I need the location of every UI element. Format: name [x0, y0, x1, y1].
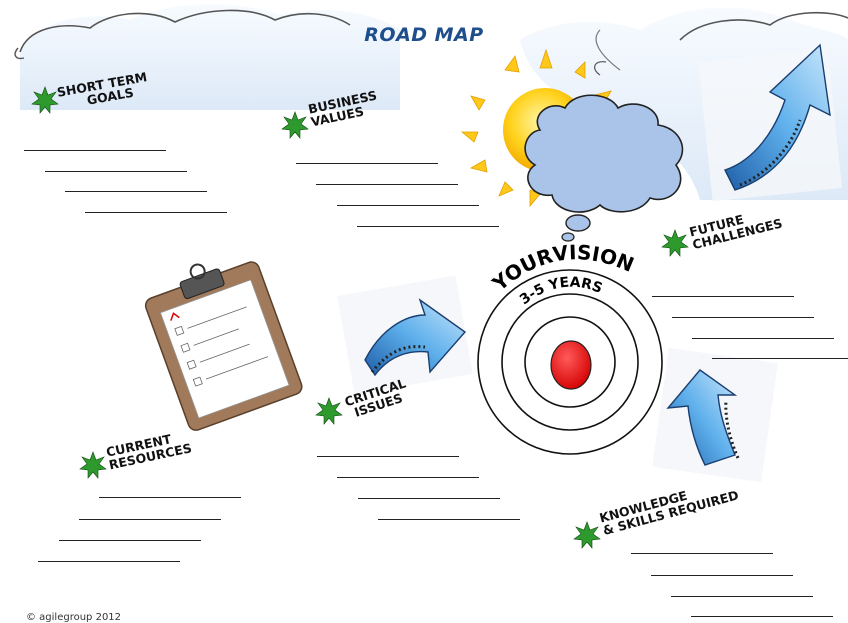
- star-icon: [573, 521, 601, 549]
- knowledge-skills-line[interactable]: [651, 575, 793, 576]
- clipboard-icon: [144, 261, 303, 431]
- critical-issues-line[interactable]: [337, 477, 479, 478]
- current-resources-line[interactable]: [79, 519, 221, 520]
- business-values-line[interactable]: [357, 226, 499, 227]
- star-icon: [661, 229, 689, 257]
- short-term-goals-line[interactable]: [24, 150, 166, 151]
- business-values-line[interactable]: [337, 205, 479, 206]
- knowledge-skills-line[interactable]: [671, 596, 813, 597]
- page-title: ROAD MAP: [364, 24, 484, 46]
- arrow-icon: [652, 347, 778, 483]
- short-term-goals-line[interactable]: [45, 171, 187, 172]
- critical-issues-line[interactable]: [358, 498, 500, 499]
- future-challenges-line[interactable]: [692, 338, 834, 339]
- critical-issues-line[interactable]: [378, 519, 520, 520]
- star-icon: [31, 86, 59, 114]
- future-challenges-line[interactable]: [652, 296, 794, 297]
- short-term-goals-line[interactable]: [65, 191, 207, 192]
- critical-issues-line[interactable]: [317, 456, 459, 457]
- future-challenges-line[interactable]: [672, 317, 814, 318]
- copyright-text: © agilegroup 2012: [26, 612, 122, 623]
- future-challenges-line[interactable]: [712, 358, 848, 359]
- star-icon: [315, 397, 343, 425]
- business-values-line[interactable]: [296, 163, 438, 164]
- knowledge-skills-line[interactable]: [691, 616, 833, 617]
- cloud-icon: [14, 4, 400, 110]
- arrow-icon: [698, 43, 842, 202]
- star-icon: [281, 111, 309, 139]
- current-resources-line[interactable]: [38, 561, 180, 562]
- current-resources-line[interactable]: [99, 497, 241, 498]
- thought-cloud-icon: [524, 94, 684, 242]
- current-resources-line[interactable]: [59, 540, 201, 541]
- star-icon: [79, 451, 107, 479]
- arrow-icon: [337, 275, 473, 395]
- knowledge-skills-line[interactable]: [631, 553, 773, 554]
- business-values-line[interactable]: [316, 184, 458, 185]
- short-term-goals-line[interactable]: [85, 212, 227, 213]
- target-icon: [477, 269, 663, 455]
